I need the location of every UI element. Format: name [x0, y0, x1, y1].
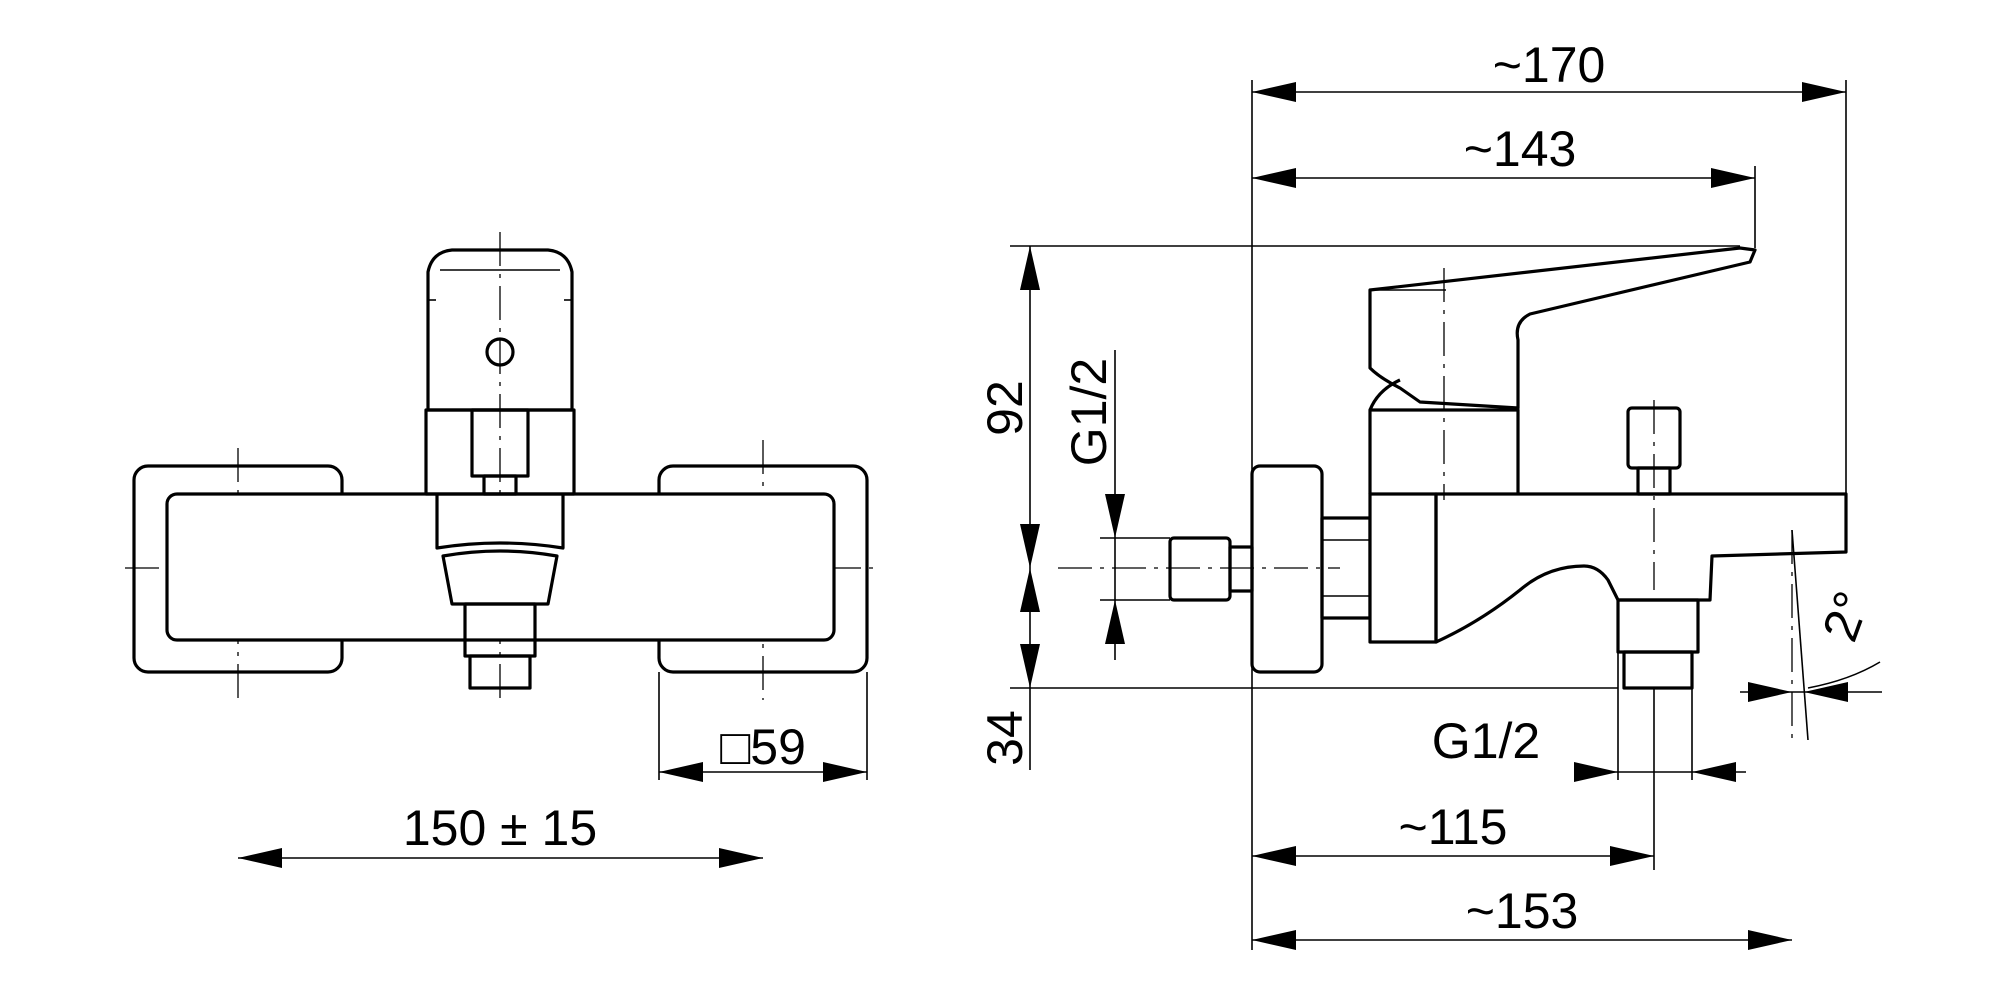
spout-reach-label: ~153	[1466, 883, 1579, 939]
lower-height-label: 34	[977, 710, 1033, 766]
overall-width-label: ~170	[1493, 37, 1606, 93]
body-side	[1368, 492, 1438, 644]
angle-label: 2°	[1812, 584, 1881, 648]
front-view: □59 150 ± 15	[125, 232, 880, 868]
spacing-dimension-label: 150 ± 15	[403, 800, 597, 856]
lever-screw-hole	[485, 337, 515, 367]
side-view: ~170 ~143 92 34 G1/2 G1/2 ~115	[977, 37, 1882, 950]
lever-cap	[426, 248, 574, 412]
wall-flange	[1250, 464, 1324, 674]
lever-length-label: ~143	[1464, 121, 1577, 177]
spout-side	[1434, 492, 1848, 644]
inlet-thread-label: G1/2	[1061, 358, 1117, 466]
square-dimension-label: □59	[720, 719, 806, 775]
lever-side	[1368, 246, 1757, 410]
spout-front	[435, 494, 565, 550]
outlet-distance-label: ~115	[1399, 799, 1508, 855]
outlet-thread-label: G1/2	[1432, 713, 1540, 769]
height-label: 92	[977, 380, 1033, 436]
mixer-body	[165, 492, 836, 642]
outlet-thread-side	[1616, 598, 1700, 654]
eccentric-nut	[1168, 536, 1232, 602]
